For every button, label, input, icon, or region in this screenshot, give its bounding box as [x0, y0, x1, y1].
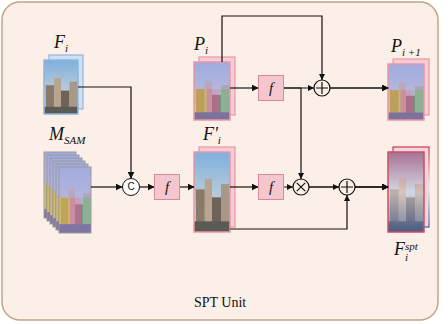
add-operator: [339, 179, 355, 195]
flow-arrow: [284, 88, 388, 187]
subscript: i +1: [402, 46, 421, 58]
multiply-operator: [293, 179, 309, 195]
arrow-head: [298, 173, 304, 179]
function-box: f: [154, 174, 180, 200]
arrow-head: [319, 74, 325, 80]
index-stack: spti: [405, 241, 418, 263]
subscript: i: [218, 134, 221, 146]
flow-arrow: [230, 186, 258, 187]
add-sign: [341, 181, 353, 193]
symbol-name: P: [194, 34, 205, 54]
flow-arrow: [91, 186, 122, 187]
subscript: SAM: [64, 134, 85, 146]
prompt-image: [194, 62, 230, 120]
mask-stack: MSAM: [44, 152, 91, 233]
prompt-mask: [194, 62, 230, 120]
add-operator: [314, 80, 330, 96]
output-tint: [388, 152, 424, 232]
feature-border: [194, 152, 230, 232]
mask-border: [59, 167, 91, 233]
unit-title: SPT Unit: [194, 296, 246, 310]
unit-frame: SPT UnitFiPiPi +1MSAMCfF'iffFspti: [2, 2, 438, 320]
function-box: f: [258, 75, 284, 101]
arrow-head: [308, 85, 314, 91]
mask-overlay: [59, 167, 91, 233]
symbol-name: M: [49, 124, 64, 144]
symbol-label: Pi: [194, 35, 208, 56]
prompt-map: Pi +1: [388, 64, 424, 120]
arrow-head: [287, 184, 293, 190]
symbol-name: P: [391, 36, 402, 56]
feature-map: F'i: [194, 152, 230, 232]
feature-image: [194, 152, 230, 232]
add-sign: [316, 82, 328, 94]
prompt-map: Pi: [194, 62, 230, 120]
flow-arrow: [180, 186, 194, 187]
output-map: Fspti: [388, 152, 424, 232]
function-name: f: [165, 180, 169, 195]
symbol-label: MSAM: [49, 125, 85, 146]
symbol-name: F: [54, 32, 65, 52]
symbol-label: Fspti: [394, 240, 418, 263]
symbol-label: Pi +1: [391, 37, 421, 58]
operator-name: C: [127, 182, 134, 192]
output-border: [388, 152, 424, 232]
subscript: i: [65, 42, 68, 54]
mask-image: [59, 167, 91, 233]
function-box: f: [258, 174, 284, 200]
flow-arrow: [78, 87, 131, 178]
symbol-label: Fi: [54, 33, 68, 54]
arrow-head: [333, 184, 339, 190]
concat-operator: C: [122, 178, 140, 196]
function-name: f: [269, 180, 273, 195]
superscript: spt: [405, 241, 418, 252]
prompt-border: [388, 64, 424, 120]
flow-arrow: [230, 187, 388, 229]
symbol-label: F'i: [203, 125, 221, 146]
prompt-border: [194, 62, 230, 120]
subscript: i: [405, 252, 418, 263]
flow-arrow: [140, 186, 154, 187]
prompt-image: [388, 64, 424, 120]
symbol-name: F: [394, 239, 405, 259]
unit-panel: [2, 2, 438, 320]
feature-border: [44, 60, 78, 114]
multiply-sign: [297, 183, 305, 191]
output-image: [388, 152, 424, 232]
function-name: f: [269, 81, 273, 96]
flow-arrow: [222, 16, 388, 88]
arrow-head: [344, 195, 350, 201]
prompt-mask: [388, 64, 424, 120]
flow-arrow: [230, 87, 258, 88]
feature-map: Fi: [44, 60, 78, 114]
symbol-name: F': [203, 124, 218, 144]
feature-image: [44, 60, 78, 114]
subscript: i: [205, 44, 208, 56]
